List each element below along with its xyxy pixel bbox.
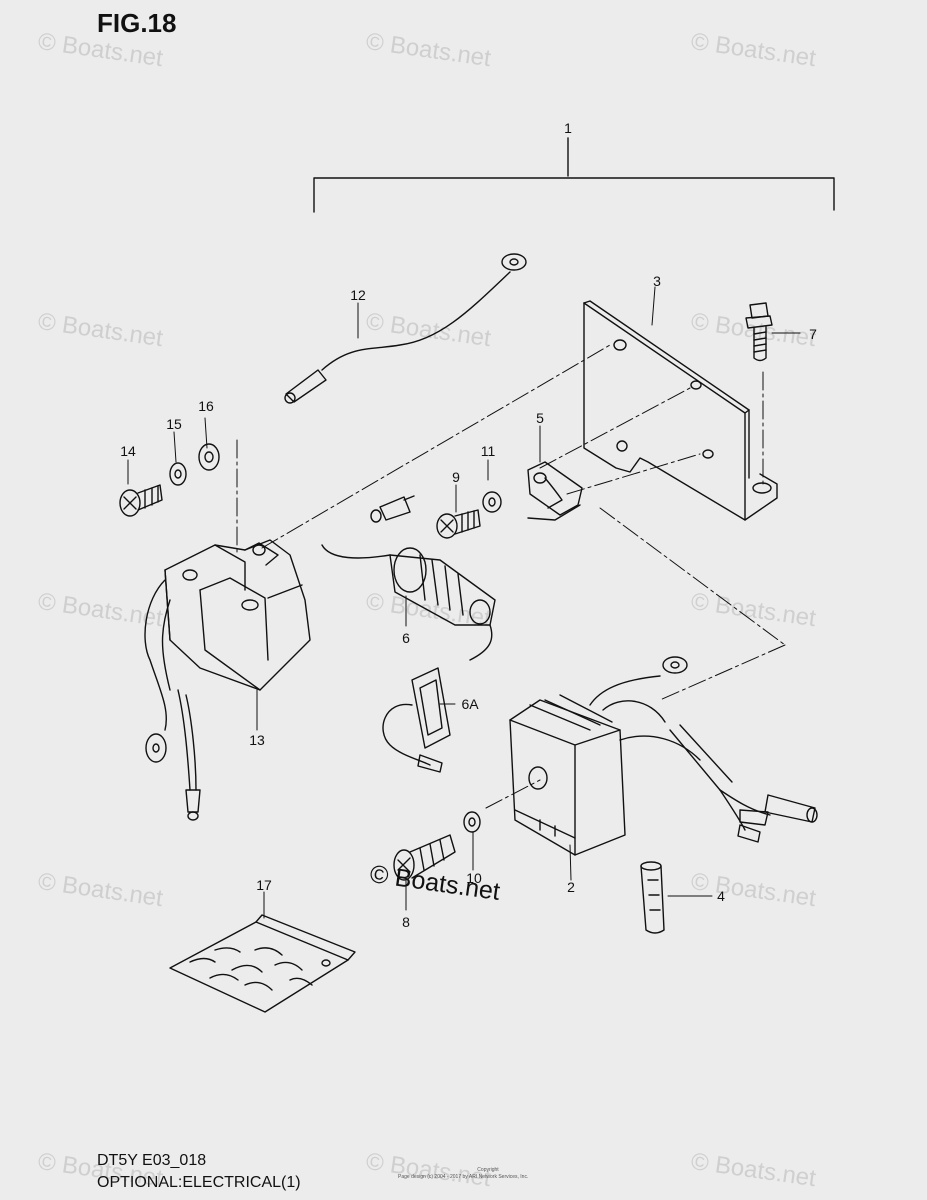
callout-16: 16 (198, 398, 214, 414)
assembly-bracket-line (313, 137, 835, 213)
fuse-holder-6A (382, 667, 451, 773)
callout-6: 6 (402, 630, 410, 646)
callout-9: 9 (452, 469, 460, 485)
rectifier-2 (509, 656, 818, 856)
lead-wire-12 (284, 253, 527, 404)
parts-bag-17 (169, 914, 356, 1013)
washer-10 (463, 811, 481, 833)
callout-17: 17 (256, 877, 272, 893)
callout-4: 4 (717, 888, 725, 904)
screw-9 (436, 509, 481, 539)
washer-15 (169, 462, 187, 486)
callout-1: 1 (564, 120, 572, 136)
screw-8 (393, 834, 456, 881)
washer-11 (482, 491, 502, 513)
clamp-5 (527, 461, 583, 521)
copyright-notice: Page design (c) 2004 - 2017 by ARI Netwo… (398, 1174, 529, 1180)
connector-6 (321, 495, 496, 661)
bolt-7 (745, 302, 773, 362)
callout-13: 13 (249, 732, 265, 748)
washer-16 (198, 443, 220, 471)
figure-title: FIG.18 (97, 8, 177, 38)
diagram-caption: OPTIONAL:ELECTRICAL(1) (97, 1174, 301, 1191)
callout-5: 5 (536, 410, 544, 426)
callout-10: 10 (466, 870, 482, 886)
leader-lines (127, 286, 801, 919)
callout-6A: 6A (461, 696, 479, 712)
callout-7: 7 (809, 326, 817, 342)
regulator-box-13 (144, 539, 311, 821)
callout-12: 12 (350, 287, 366, 303)
callout-2: 2 (567, 879, 575, 895)
callout-8: 8 (402, 914, 410, 930)
sleeve-4 (640, 861, 665, 934)
screw-14 (119, 484, 163, 517)
callout-3: 3 (653, 273, 661, 289)
diagram-code: DT5Y E03_018 (97, 1152, 207, 1169)
callout-15: 15 (166, 416, 182, 432)
mounting-plate (583, 300, 778, 521)
callout-14: 14 (120, 443, 136, 459)
copyright-heading: Copyright (477, 1167, 499, 1173)
callout-11: 11 (480, 443, 496, 459)
